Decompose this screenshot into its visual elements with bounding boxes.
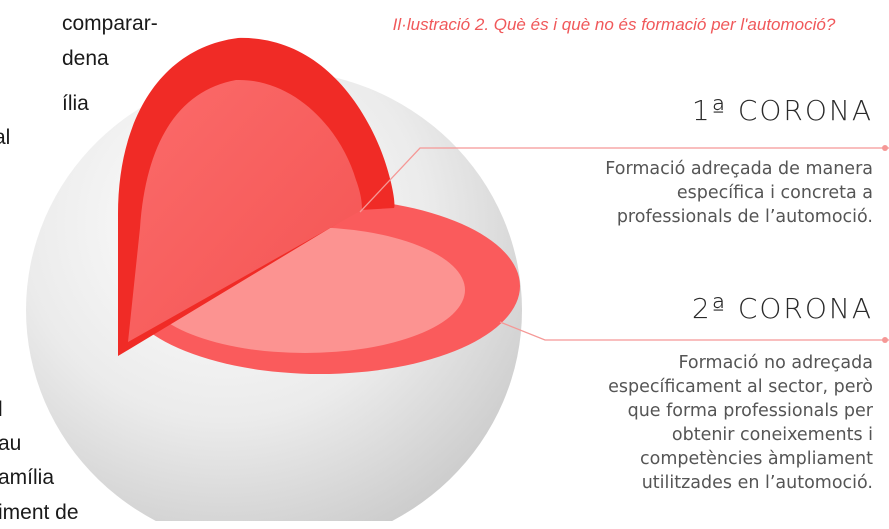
first-corona-description: Formació adreçada de manera específica i… <box>513 157 873 229</box>
second-corona-desc-line: Formació no adreçada <box>678 353 873 373</box>
second-corona-desc-line: obtenir coneixements i <box>671 425 873 445</box>
background-text-3: ília <box>62 92 89 115</box>
background-text-1: comparar- <box>62 12 158 35</box>
second-corona-desc-line: que forma professionals per <box>627 401 873 421</box>
second-corona-description: Formació no adreçada específicament al s… <box>513 351 873 495</box>
first-corona-desc-line: professionals de l’automoció. <box>616 207 873 227</box>
background-text-5: l <box>0 398 3 421</box>
second-corona-desc-line: específicament al sector, però <box>608 377 873 397</box>
first-corona-connector <box>359 147 889 213</box>
figure-caption: Il·lustració 2. Què és i què no és forma… <box>392 15 836 34</box>
background-text-8: iment de <box>0 501 79 524</box>
background-text-7: amília <box>0 466 55 489</box>
first-corona-title: 1ª CORONA <box>691 94 873 127</box>
background-text-2: dena <box>62 47 109 70</box>
first-corona-desc-line: específica i concreta a <box>676 183 873 203</box>
second-corona-desc-line: competències àmpliament <box>640 449 873 469</box>
background-text-4: al <box>0 126 11 149</box>
second-corona-connector <box>499 321 889 341</box>
first-corona-connector-dot <box>882 145 888 151</box>
second-corona-desc-line: utilitzades en l’automoció. <box>641 473 873 493</box>
first-corona-desc-line: Formació adreçada de manera <box>605 159 873 179</box>
background-text-6: au <box>0 432 22 455</box>
inner-core-cut <box>128 79 362 343</box>
second-corona-connector-dot <box>882 337 888 343</box>
second-corona-title: 2ª CORONA <box>691 292 873 325</box>
